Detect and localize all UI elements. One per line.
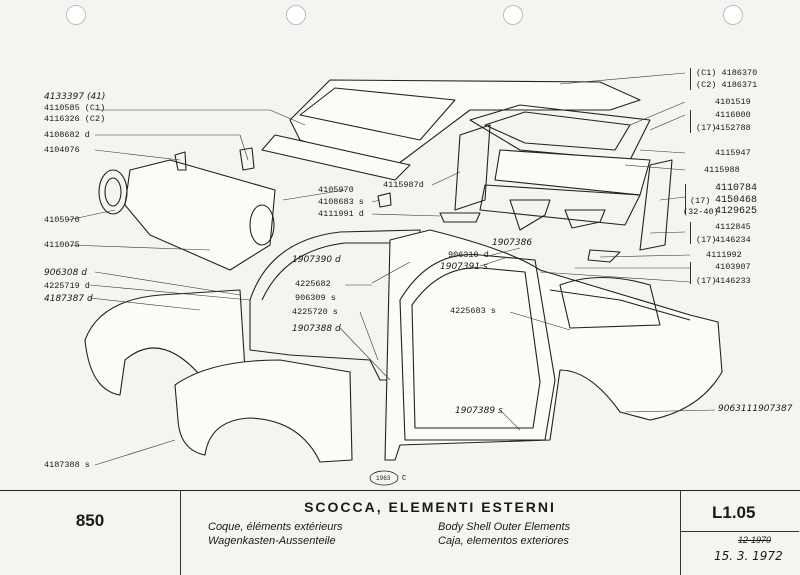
bracket-upper-right xyxy=(690,110,695,133)
year-badge xyxy=(369,470,399,486)
title-cell: SCOCCA, ELEMENTI ESTERNI Coque, éléments… xyxy=(180,491,681,575)
part-number-label: 906308 d xyxy=(44,268,87,278)
title-english: Body Shell Outer Elements xyxy=(438,521,571,533)
part-number-label: 4225682 xyxy=(295,279,331,289)
a-pillar-part xyxy=(249,229,421,381)
part-number-label: 4111992 xyxy=(706,250,742,260)
title-spanish: Caja, elementos exteriores xyxy=(438,535,569,547)
part-number-label: 4115987d xyxy=(383,180,424,190)
binder-hole xyxy=(723,5,743,25)
part-number-label: 4225720 s xyxy=(292,307,338,317)
side-body-part xyxy=(384,229,723,461)
part-number-label: 4112845 xyxy=(715,222,751,232)
bracket-right-lower xyxy=(690,222,695,244)
cowl-panel-part xyxy=(261,134,411,181)
part-number-label: 4133397 (41) xyxy=(44,92,106,102)
part-number-label: 9063111907387 xyxy=(718,404,793,414)
part-number-label: 4225683 s xyxy=(450,306,496,316)
rear-window-frame-part xyxy=(469,104,651,161)
binder-hole xyxy=(503,5,523,25)
part-number-label: 4116326 (C2) xyxy=(44,114,106,124)
part-number-label: 4150468 xyxy=(715,195,758,206)
bracket-right xyxy=(685,184,690,214)
part-number-label: 1907388 d xyxy=(292,324,341,334)
part-number-label: 1907391 s xyxy=(440,262,488,272)
part-number-label: 4101519 xyxy=(715,97,751,107)
part-number-label: 4152788 xyxy=(715,123,751,133)
model-cell: 850 xyxy=(0,491,181,575)
part-number-label: 4105970 xyxy=(318,185,354,195)
year-badge-suffix: C xyxy=(402,475,407,483)
part-number-label: 4103907 xyxy=(715,262,751,272)
part-number-note: (32-40) xyxy=(683,207,719,217)
sheet-title: SCOCCA, ELEMENTI ESTERNI xyxy=(304,499,556,515)
part-number-note: (17) xyxy=(696,123,717,133)
part-number-label: 4187387 d xyxy=(44,294,93,304)
part-number-label: 4146233 xyxy=(715,276,751,286)
part-number-label: 4108682 d xyxy=(44,130,90,140)
part-number-label: 4115988 xyxy=(704,165,740,175)
part-number-label: 1907390 d xyxy=(292,255,341,265)
superseded-date: 12-1970 xyxy=(738,535,772,545)
part-number-label: 4129625 xyxy=(715,206,758,217)
part-number-label: 4225719 d xyxy=(44,281,90,291)
part-number-note: (17) xyxy=(690,196,711,206)
rear-deck-part xyxy=(494,149,651,196)
model-number: 850 xyxy=(75,511,105,530)
part-number-note: (17) xyxy=(696,235,717,245)
door-opening-part xyxy=(399,253,556,441)
title-block: 850 SCOCCA, ELEMENTI ESTERNI Coque, élém… xyxy=(0,490,800,575)
part-number-label: 906310 d xyxy=(448,250,489,260)
part-number-label: 4104076 xyxy=(44,145,80,155)
title-french: Coque, éléments extérieurs xyxy=(208,521,343,533)
bracket-right-lowest xyxy=(690,262,695,284)
year-badge-label: 1963 xyxy=(376,475,391,482)
front-panel-part xyxy=(124,159,276,271)
windshield-frame-part xyxy=(299,87,456,141)
sheet-cell: L1.05 12-1970 15. 3. 1972 xyxy=(680,491,799,575)
part-number-label: 4110784 xyxy=(715,183,758,194)
part-number-label: 906309 s xyxy=(295,293,336,303)
part-number-note: (17) xyxy=(696,276,717,286)
binder-hole xyxy=(66,5,86,25)
part-number-label: (C2) 4186371 xyxy=(696,80,758,90)
part-number-label: 4115947 xyxy=(715,148,751,158)
binder-hole xyxy=(286,5,306,25)
part-number-label: (C1) 4186370 xyxy=(696,68,758,78)
part-number-label: 4146234 xyxy=(715,235,751,245)
body-shell-exploded-drawing xyxy=(67,72,723,486)
part-number-label: 1907386 xyxy=(492,238,533,248)
part-number-label: 4108683 s xyxy=(318,197,364,207)
sheet-number: L1.05 xyxy=(712,503,756,522)
part-number-label: 4187388 s xyxy=(44,460,90,470)
headlamp-bezel-part xyxy=(98,169,128,215)
part-number-label: 4105970 xyxy=(44,215,80,225)
bracket-roof-variants xyxy=(690,68,695,90)
part-number-label: 4110585 (C1) xyxy=(44,103,106,113)
part-number-label: 4110075 xyxy=(44,240,80,250)
rear-fender-left-part xyxy=(174,359,353,463)
part-number-label: 1907389 s xyxy=(455,406,503,416)
right-pillar-part xyxy=(639,159,673,251)
front-fender-part xyxy=(84,289,246,396)
rear-pillar-part xyxy=(454,124,491,211)
part-number-label: 4116000 xyxy=(715,110,751,120)
part-number-label: 4111991 d xyxy=(318,209,364,219)
revision-date: 15. 3. 1972 xyxy=(714,549,783,563)
title-german: Wagenkasten-Aussenteile xyxy=(208,535,336,547)
